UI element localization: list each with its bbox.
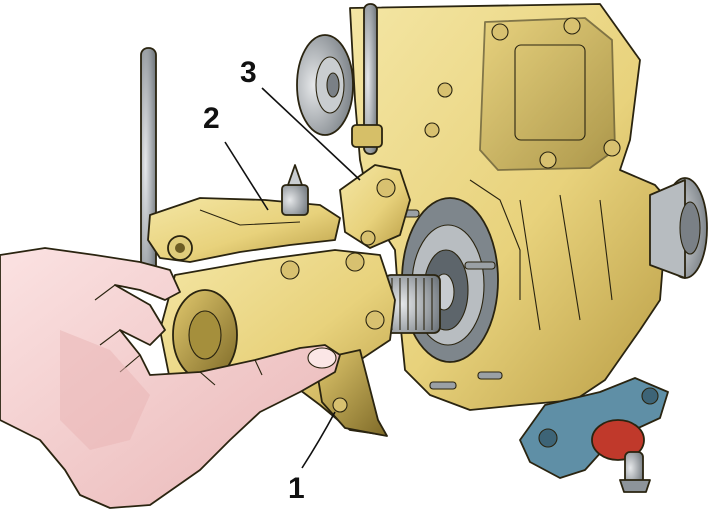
leader-3 — [261, 87, 361, 181]
transmission-mount — [519, 377, 669, 493]
callout-label-2: 2 — [203, 102, 220, 135]
hand — [0, 247, 341, 509]
leader-lines — [224, 87, 361, 469]
cover-bolts — [424, 17, 621, 169]
lever-bracket — [147, 164, 341, 263]
shift-mechanism-housing — [159, 249, 396, 437]
leader-1 — [301, 411, 336, 469]
housing-boss — [339, 164, 411, 249]
front-output-flange — [649, 177, 708, 279]
leader-2 — [224, 141, 269, 211]
callout-label-3: 3 — [240, 56, 257, 89]
shift-rod-right — [351, 3, 383, 155]
rear-output-flange — [296, 34, 354, 136]
callout-label-1: 1 — [288, 472, 305, 505]
